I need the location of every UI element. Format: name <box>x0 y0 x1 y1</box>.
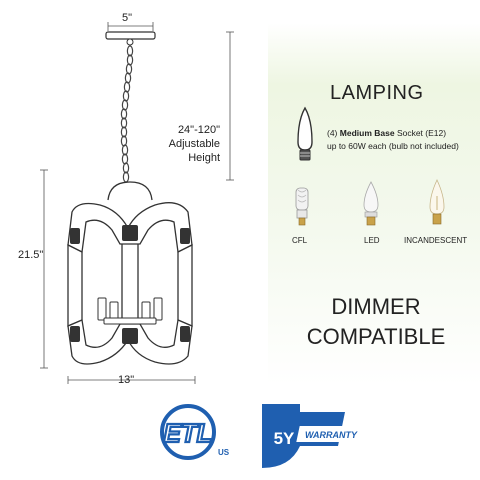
fixture-accents <box>70 225 190 344</box>
height-label: 21.5" <box>18 249 44 261</box>
warranty-shield-logo: 5Y WARRANTY <box>262 404 362 468</box>
bulb-label-led: LED <box>364 236 380 245</box>
base-type: Medium Base <box>339 128 395 138</box>
canopy-screw <box>126 38 134 46</box>
chain-height-label: Height <box>188 152 220 164</box>
warranty-label: WARRANTY <box>305 430 358 440</box>
chain-length-dimension-lines <box>226 31 234 181</box>
bottom-width-dimension-lines <box>67 376 196 384</box>
cfl-bulb-icon <box>295 187 309 226</box>
candle-bulb-icon <box>297 106 313 161</box>
bulb-label-cfl: CFL <box>292 236 308 245</box>
top-width-dimension-lines <box>107 22 154 31</box>
top-width-label: 5" <box>122 12 133 24</box>
etl-logo: ETL US <box>160 404 230 460</box>
dimmer-line-2: COMPATIBLE <box>306 324 446 349</box>
lamping-title: LAMPING <box>330 82 424 104</box>
led-bulb-icon <box>363 181 379 226</box>
socket-spec: (4) Medium Base Socket (E12) <box>327 128 446 138</box>
chain-adjustable-label: Adjustable <box>168 138 220 150</box>
incandescent-bulb-icon <box>429 179 445 225</box>
etl-logo-text: ETL <box>163 418 212 448</box>
socket-type: Socket (E12) <box>396 128 447 138</box>
candle-sockets <box>97 297 163 325</box>
bulb-count: (4) <box>327 128 338 138</box>
wattage-spec: up to 60W each (bulb not included) <box>327 141 459 151</box>
chain-length-label: 24"-120" <box>177 124 220 136</box>
bulb-label-incandescent: INCANDESCENT <box>404 236 468 245</box>
warranty-years: 5Y <box>274 429 295 448</box>
dimmer-line-1: DIMMER <box>331 294 421 319</box>
height-dimension-lines <box>40 169 48 369</box>
chain <box>120 45 134 183</box>
etl-us-suffix: US <box>218 448 230 457</box>
bottom-width-label: 13" <box>118 374 135 386</box>
